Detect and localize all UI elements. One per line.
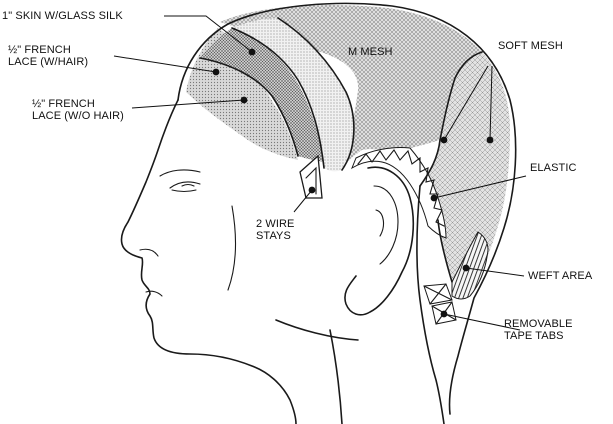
- dot-tape-tabs: [441, 311, 448, 318]
- dot-wire-stays: [309, 187, 316, 194]
- dot-weft-area: [463, 265, 470, 272]
- dot-french-lace-no-hair: [241, 97, 248, 104]
- label-weft-area: WEFT AREA: [528, 270, 592, 282]
- label-french-lace-hair: ½" FRENCH LACE (W/HAIR): [8, 44, 88, 68]
- elastic-band-region: [352, 147, 446, 238]
- eye-lid: [182, 185, 194, 187]
- label-m-mesh: M MESH: [348, 46, 393, 58]
- dot-soft-mesh-2: [487, 137, 494, 144]
- ear: [345, 167, 413, 315]
- dot-soft-mesh-1: [441, 137, 448, 144]
- neck-front: [330, 330, 342, 424]
- dot-elastic: [431, 195, 438, 202]
- label-wire-stays: 2 WIRE STAYS: [256, 218, 295, 242]
- jaw-line: [276, 320, 358, 340]
- label-soft-mesh: SOFT MESH: [498, 40, 563, 52]
- ear-inner: [374, 186, 398, 264]
- eyebrow: [160, 170, 200, 176]
- label-french-lace-no-hair: ½" FRENCH LACE (W/O HAIR): [32, 98, 124, 122]
- dot-french-lace-hair: [213, 69, 220, 76]
- leader-wire-stays: [294, 190, 312, 212]
- label-tape-tabs: REMOVABLE TAPE TABS: [504, 318, 573, 342]
- eye: [170, 182, 200, 192]
- label-elastic: ELASTIC: [530, 162, 577, 174]
- dot-skin-glass-silk: [249, 49, 256, 56]
- nostril: [140, 249, 158, 256]
- cheek-line: [228, 206, 235, 290]
- label-skin-glass-silk: 1" SKIN W/GLASS SILK: [2, 10, 123, 22]
